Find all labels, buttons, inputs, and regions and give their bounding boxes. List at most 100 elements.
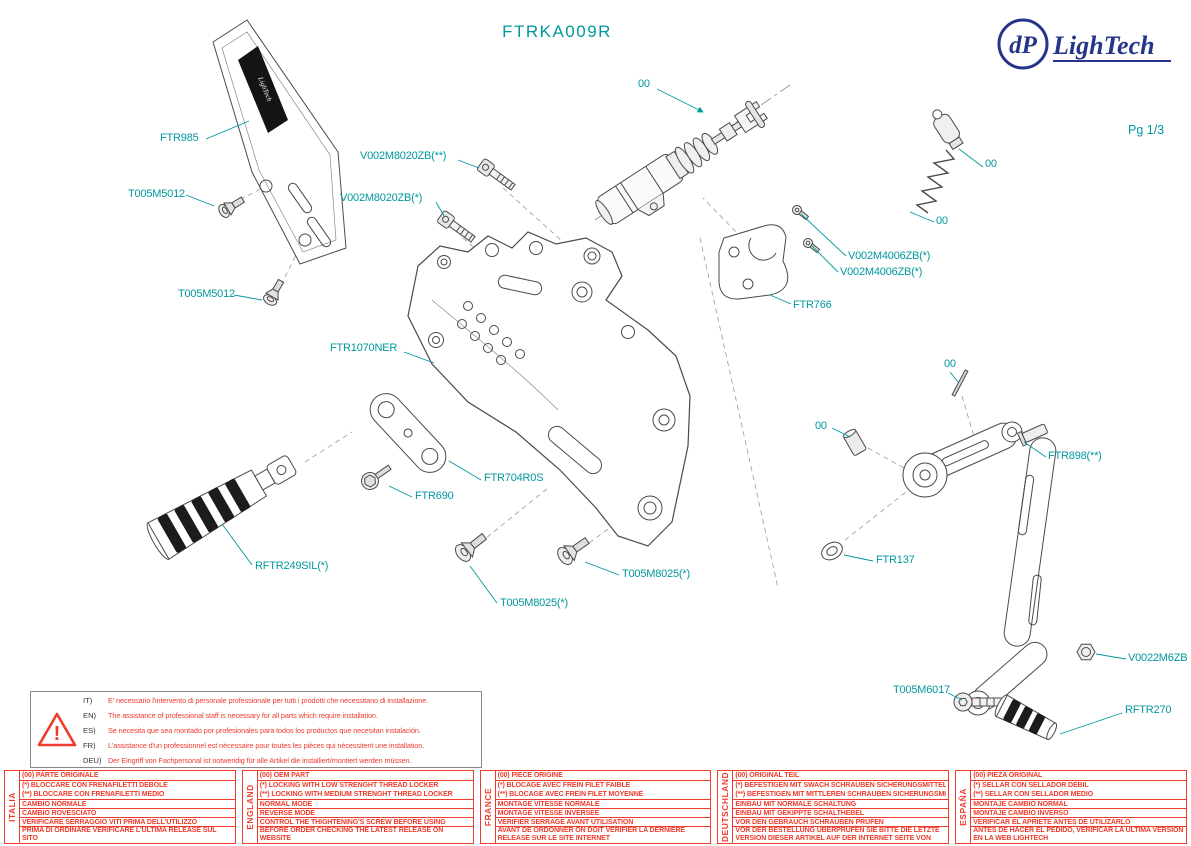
- part-label-00: 00: [936, 215, 948, 227]
- table-row: BEFORE ORDER CHECKING THE LATEST RELEASE…: [258, 827, 473, 843]
- warning-line: FR) L'assistance d'un professionnel est n…: [83, 737, 479, 752]
- table-row: EINBAU MIT GEKIPPTE SCHALTHEBEL: [733, 809, 949, 818]
- part-label-v002m4006zb: V002M4006ZB(*): [848, 250, 931, 262]
- table-row: (*) BLOCCARE CON FRENAFILETTI DEBOLE(**)…: [20, 781, 235, 800]
- part-label-ftr1070ner: FTR1070NER: [330, 342, 398, 354]
- table-row: VOR DER BESTELLUNG ÜBERPRÜFEN SIE BITTE …: [733, 827, 948, 843]
- page-title: FTRKA009R: [502, 22, 612, 41]
- table-row-line: MONTAGE VITESSE NORMALE: [497, 801, 600, 808]
- warning-text: Se necesita que sea montado por profesio…: [108, 725, 421, 735]
- table-row: (00) PARTE ORIGINALE: [20, 771, 235, 781]
- table-row: MONTAJE CAMBIO INVERSO: [971, 809, 1186, 818]
- table-row: MONTAGE VITESSE INVERSEE: [495, 809, 711, 818]
- table-row: VERIFIER SERRAGE AVANT UTILISATION: [495, 818, 711, 827]
- svg-text:!: !: [54, 723, 61, 745]
- lightech-logo: dP LighTech: [995, 14, 1175, 76]
- part-bolt-ftr690: [361, 464, 392, 490]
- part-label-t005m8025: T005M8025(*): [622, 568, 690, 580]
- part-main-plate-ftr1070ner: [407, 231, 691, 547]
- table-row-line: VERIFIER SERRAGE AVANT UTILISATION: [497, 819, 634, 826]
- table-row: VERIFICAR EL APRIETE ANTES DE UTILIZARLO: [971, 818, 1186, 827]
- part-bolt-t005m6017: [953, 692, 1003, 712]
- table-row-line: (*) BLOCCARE CON FRENAFILETTI DEBOLE: [22, 782, 168, 789]
- table-body: (00) PIECE ORIGINE(*) BLOCAGE AVEC FREIN…: [495, 771, 711, 843]
- part-barrel-oem: [842, 428, 867, 456]
- part-label-ftr704r0s: FTR704R0S: [484, 472, 544, 484]
- logo-circle: [997, 18, 1049, 70]
- instruction-table-deutschland: DEUTSCHLAND (00) ORIGINAL TEIL (*) BEFESTI…: [717, 770, 950, 844]
- warning-lang-code: ES): [83, 725, 96, 735]
- part-label-rftr270: RFTR270: [1125, 704, 1172, 716]
- table-row: AVANT DE ORDONNER ON DOIT VÉRIFIER LA DE…: [496, 827, 711, 843]
- table-row-line: MONTAGE VITESSE INVERSEE: [497, 810, 600, 817]
- table-row: (00) ORIGINAL TEIL: [733, 771, 949, 781]
- table-body: (00) PARTE ORIGINALE (*) BLOCCARE CON FRE…: [20, 771, 235, 843]
- part-label-t005m6017: T005M6017: [893, 684, 950, 696]
- table-row-line: CAMBIO NORMALE: [22, 801, 87, 808]
- table-row-line: MONTAJE CAMBIO NORMAL: [973, 801, 1068, 808]
- part-label-ftr766: FTR766: [793, 299, 832, 311]
- table-row: ANTES DE HACER EL PEDIDO, VERIFICAR LA U…: [971, 827, 1186, 843]
- part-heel-guard-ftr985: LighTech: [212, 19, 347, 265]
- part-label-t005m5012: T005M5012: [178, 288, 235, 300]
- part-label-00: 00: [985, 158, 997, 170]
- logo-monogram: dP: [1009, 32, 1038, 59]
- table-row-line: (00) PARTE ORIGINALE: [22, 772, 99, 779]
- table-row: MONTAJE CAMBIO NORMAL: [971, 800, 1186, 809]
- table-row: (00) PIEZA ORIGINAL: [971, 771, 1186, 781]
- part-bracket-ftr766: [718, 224, 789, 300]
- table-row-line: CAMBIO ROVESCIATO: [22, 810, 97, 817]
- warning-lang-code: DEU): [83, 756, 102, 766]
- warning-text: E' necessario l'intervento di personale …: [108, 695, 429, 705]
- part-screw-v002m8020zb-b: [437, 210, 476, 243]
- language-name: DEUTSCHLAND: [720, 771, 731, 843]
- table-row-line: (**) BLOCAGE AVEC FREIN FILET MOYENNE: [497, 791, 644, 798]
- table-row-line: (*) LOCKING WITH LOW STRENGHT THREAD LOC…: [259, 782, 439, 789]
- part-label-v0022m6zb: V0022M6ZB: [1128, 652, 1188, 664]
- table-row: (00) OEM PART: [257, 771, 473, 781]
- table-row-line: (00) ORIGINAL TEIL: [735, 772, 800, 779]
- table-row-line: PRIMA DI ORDINARE VERIFICARE L'ULTIMA RE…: [22, 827, 217, 843]
- language-label: DEUTSCHLAND: [718, 771, 734, 843]
- part-label-v002m4006zb: V002M4006ZB(*): [840, 266, 923, 278]
- language-name: FRANCE: [482, 787, 493, 827]
- part-label-ftr898: FTR898(**): [1048, 450, 1102, 462]
- table-row-line: (00) OEM PART: [259, 772, 310, 779]
- table-row: VOR DEN GEBRAUCH SCHRAUBEN PRÜFEN: [733, 818, 949, 827]
- table-row-line: (**) BEFESTIGEN MIT MITTLEREN SCHRAUBEN …: [735, 791, 947, 798]
- part-screw-t005m8025-b: [557, 536, 590, 566]
- warning-lang-code: FR): [83, 741, 96, 751]
- table-row-line: BEFORE ORDER CHECKING THE LATEST RELEASE…: [259, 827, 444, 843]
- language-name: ESPAÑA: [958, 788, 969, 826]
- part-master-cylinder-oem: [595, 100, 768, 225]
- table-row-line: AVANT DE ORDONNER ON DOIT VÉRIFIER LA DE…: [497, 827, 686, 843]
- part-label-ftr137: FTR137: [876, 554, 915, 566]
- part-brake-lever: [902, 421, 1096, 716]
- warning-text: L'assistance d'un professionnel est néce…: [108, 741, 425, 751]
- warning-line: EN)The assistance of professional staff …: [83, 707, 479, 722]
- language-name: ENGLAND: [244, 784, 255, 830]
- part-label-ftr985: FTR985: [160, 132, 199, 144]
- part-pin-oem: [951, 369, 969, 397]
- table-row-line: (00) PIEZA ORIGINAL: [973, 772, 1043, 779]
- table-row: CAMBIO ROVESCIATO: [20, 809, 235, 818]
- part-nut-v0022m6zb: [1076, 643, 1096, 661]
- table-row-line: (00) PIECE ORIGINE: [497, 772, 563, 779]
- instruction-table-france: FRANCE(00) PIECE ORIGINE(*) BLOCAGE AVEC…: [479, 770, 712, 844]
- table-row-line: CONTROL THE THIGHTENING'S SCREW BEFORE U…: [259, 819, 446, 826]
- part-label-v002m8020zb: V002M8020ZB(**): [360, 150, 447, 162]
- table-row-line: (*) BEFESTIGEN MIT SWACH SCHRAUBEN SICHE…: [735, 782, 947, 789]
- table-body: (00) OEM PART (*) LOCKING WITH LOW STRENG…: [257, 771, 473, 843]
- table-row-line: (**) LOCKING WITH MEDIUM STRENGHT THREAD…: [259, 791, 453, 798]
- instruction-tables: ITALIA(00) PARTE ORIGINALE(*) BLOCCARE C…: [4, 770, 1187, 844]
- part-footpeg-rftr249sil: [146, 455, 297, 560]
- table-row: (*) LOCKING WITH LOW STRENGHT THREAD LOC…: [257, 781, 473, 800]
- table-row: NORMAL MODE: [257, 800, 473, 809]
- part-label-rftr249sil: RFTR249SIL(*): [255, 560, 329, 572]
- warning-box: ! IT)E' necessario l'intervento di perso…: [30, 691, 482, 768]
- language-label: ENGLAND: [243, 771, 258, 843]
- warning-text: The assistance of professional staff is …: [108, 710, 378, 720]
- part-screw-t005m5012-a: [218, 196, 246, 218]
